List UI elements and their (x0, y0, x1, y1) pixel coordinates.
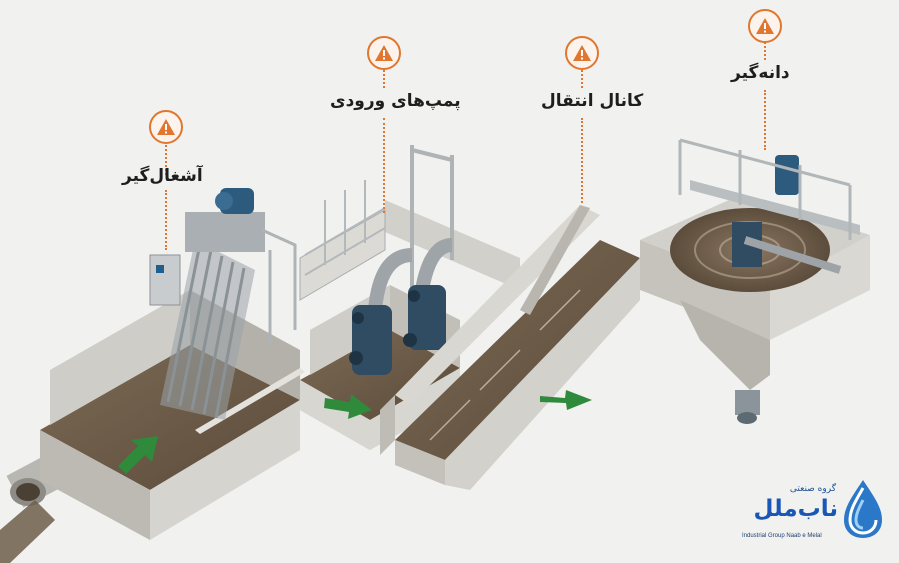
leader-line (165, 190, 167, 250)
transfer-channel (380, 205, 640, 490)
flow-arrows (118, 390, 592, 474)
leader-line (383, 118, 385, 213)
bar-screen (149, 188, 297, 420)
leader-line (581, 70, 583, 88)
leader-line (581, 118, 583, 203)
logo-group-text: گروه صنعتی (789, 484, 836, 494)
water-drop-icon (844, 480, 882, 538)
label-channel: کانال انتقال (541, 91, 644, 111)
screen-chamber (40, 290, 305, 540)
warning-triangle-icon (565, 36, 599, 70)
leader-line (165, 145, 167, 175)
label-screen: آشغال‌گیر (122, 166, 203, 186)
leader-line (383, 70, 385, 88)
leader-line (764, 42, 766, 60)
logo-english-text: Industrial Group Naab e Melal (742, 533, 822, 539)
warning-triangle-icon (149, 110, 183, 144)
pump-station (299, 145, 520, 450)
label-pumps: پمپ‌های ورودی (330, 91, 461, 111)
flow-arrow-icon (324, 394, 372, 419)
company-logo: گروه صنعتی ناب‌ملل Industrial Group Naab… (740, 478, 890, 550)
label-grit: دانه‌گیر (731, 63, 790, 83)
leader-line (764, 90, 766, 150)
warning-triangle-icon (748, 9, 782, 43)
warning-triangle-icon (367, 36, 401, 70)
grit-chamber (640, 138, 870, 424)
logo-brand-text: ناب‌ملل (753, 496, 838, 522)
flow-arrow-icon (118, 436, 158, 474)
flow-arrow-icon (540, 390, 592, 410)
